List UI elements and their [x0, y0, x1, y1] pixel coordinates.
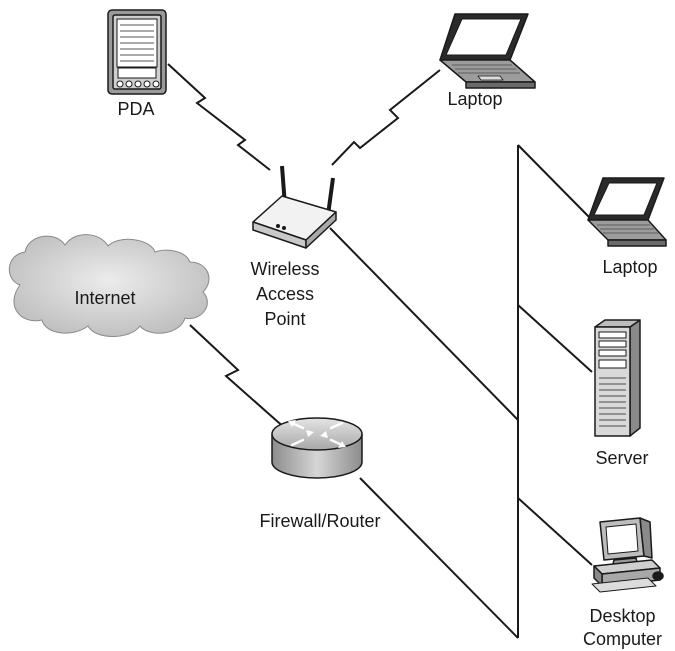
router-icon: [271, 417, 363, 479]
laptop-top-label: Laptop: [447, 89, 503, 109]
wireless-access-point-icon: [252, 165, 337, 249]
desktop-label-line2: Computer: [582, 629, 663, 649]
link-backbone-desktop: [517, 497, 593, 566]
server-icon: [594, 319, 641, 437]
internet-label: Internet: [74, 288, 136, 308]
laptop-right-label: Laptop: [602, 257, 658, 277]
link-backbone-laptop: [517, 144, 591, 219]
link-pda-wap: [167, 63, 271, 171]
link-laptop-wap: [331, 69, 441, 166]
server-label: Server: [595, 448, 649, 468]
link-internet-router: [189, 324, 291, 433]
link-wap-backbone: [329, 227, 519, 421]
link-backbone-server: [517, 304, 593, 373]
desktop-computer-icon: [591, 517, 664, 593]
laptop-icon-right: [587, 177, 667, 247]
link-router-backbone: [359, 477, 519, 639]
laptop-icon: [439, 13, 536, 89]
desktop-label-line1: Desktop: [589, 606, 656, 626]
wap-label-line1: Wireless: [250, 259, 320, 279]
connections: [167, 63, 593, 639]
wap-label-line2: Access: [255, 284, 315, 304]
router-label: Firewall/Router: [259, 511, 381, 531]
wap-label-line3: Point: [264, 309, 306, 329]
pda-icon: [107, 9, 167, 95]
internet-cloud-icon: [8, 234, 210, 337]
pda-label: PDA: [117, 99, 155, 119]
